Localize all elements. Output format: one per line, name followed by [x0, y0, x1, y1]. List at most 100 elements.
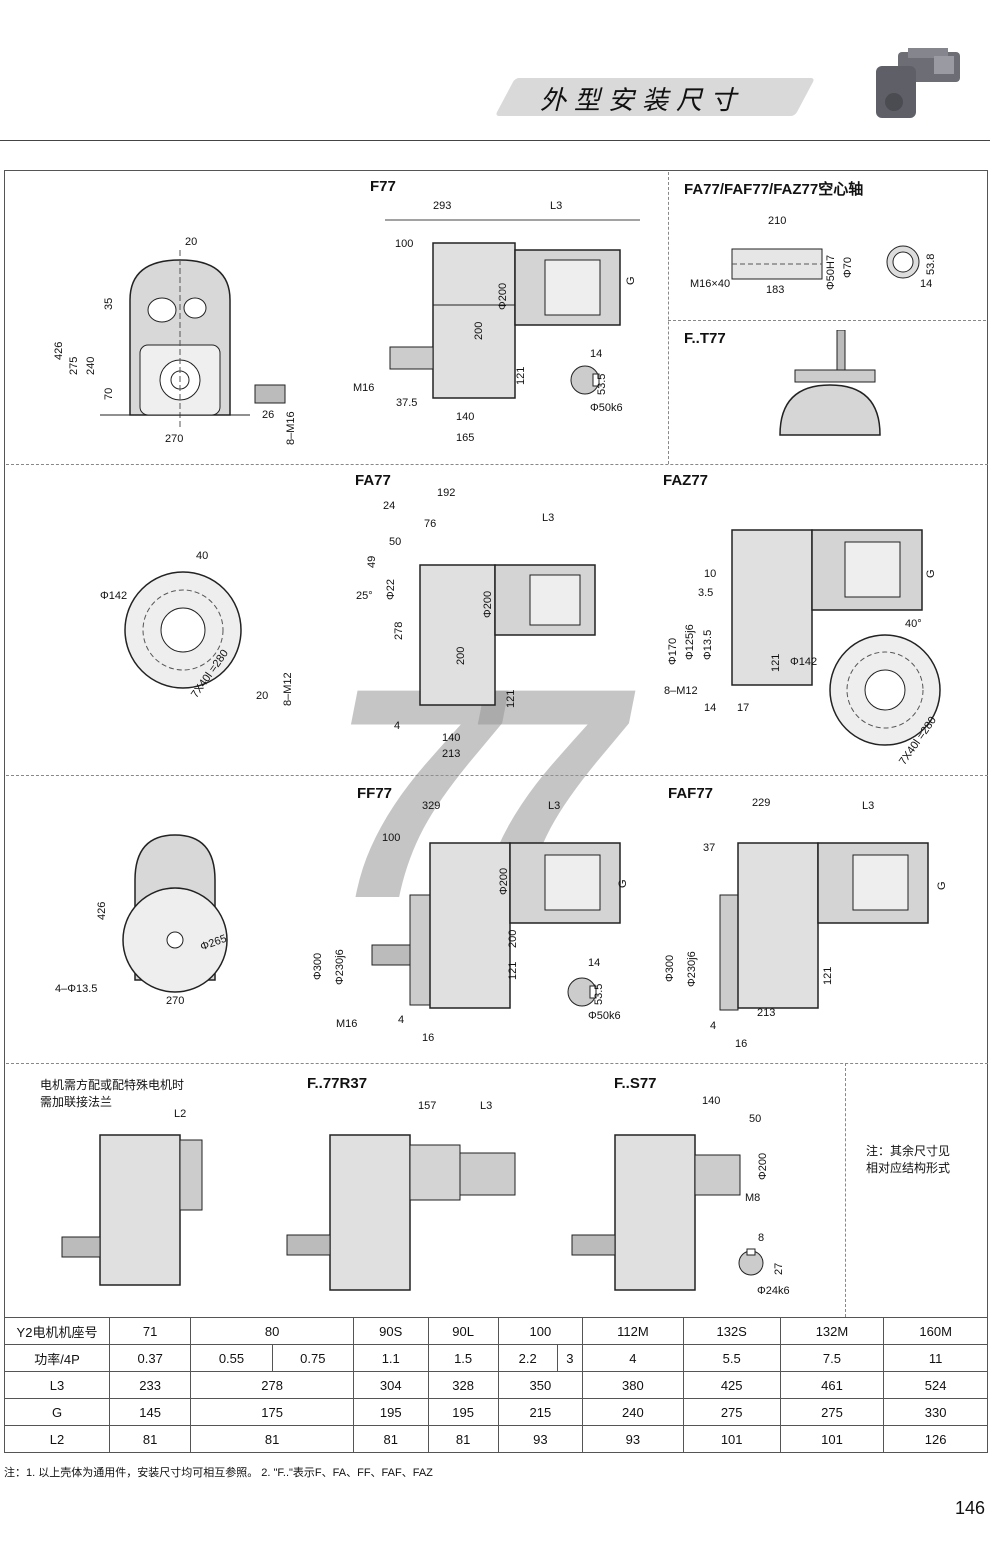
- table-cell: 93: [582, 1425, 684, 1453]
- dim-label: 49: [366, 555, 378, 568]
- table-cell: 80: [190, 1317, 354, 1345]
- dim-label: 192: [437, 487, 456, 499]
- motor-note: 电机需方配或配特殊电机时 需加联接法兰: [40, 1077, 184, 1111]
- page-number: 146: [955, 1498, 986, 1518]
- table-row: L3 233 278 304 328 350 380 425 461 524: [4, 1371, 988, 1399]
- dim-label: Φ22: [385, 578, 397, 600]
- dim-label: 8–M12: [664, 685, 698, 697]
- divider: [6, 775, 988, 776]
- table-cell: 71: [108, 1317, 192, 1345]
- dim-label: 100: [382, 832, 401, 844]
- dim-label: L3: [550, 200, 563, 212]
- dim-label: 100: [395, 238, 414, 250]
- dim-label: L3: [548, 800, 561, 812]
- dim-label: 10: [704, 568, 717, 580]
- table-cell: 93: [497, 1425, 584, 1453]
- section-title-faz77: FAZ77: [663, 472, 709, 489]
- dim-label: 4: [394, 720, 401, 732]
- table-cell: 350: [497, 1371, 584, 1399]
- table-cell: G: [4, 1398, 110, 1426]
- divider: [668, 320, 986, 321]
- dim-label: M16: [353, 382, 375, 394]
- table-cell: 7.5: [779, 1344, 885, 1372]
- dim-label: 140: [456, 411, 475, 423]
- dim-label: 165: [456, 432, 475, 444]
- section-title-fa77: FA77: [355, 472, 391, 489]
- table-cell: 278: [190, 1371, 354, 1399]
- dim-label: 270: [166, 995, 185, 1007]
- divider: [668, 172, 669, 464]
- dim-label: 8–M12: [282, 672, 294, 706]
- table-cell: 90L: [427, 1317, 499, 1345]
- table-cell: 2.2: [497, 1344, 558, 1372]
- dim-label: Φ170: [667, 637, 679, 665]
- dim-label: 121: [822, 966, 834, 985]
- table-cell: 240: [582, 1398, 684, 1426]
- adapter-flange-drawing: [60, 1125, 210, 1290]
- dim-label: 26: [262, 409, 275, 421]
- motor-note-line2: 需加联接法兰: [40, 1095, 113, 1109]
- dim-label: 157: [418, 1100, 437, 1112]
- dim-label: 210: [768, 215, 787, 227]
- side-note-line1: 注：其余尺寸见: [866, 1144, 951, 1158]
- dim-label: L3: [480, 1100, 493, 1112]
- table-cell: 0.55: [190, 1344, 273, 1372]
- dim-label: Φ200: [497, 282, 509, 310]
- table-cell: 304: [352, 1371, 429, 1399]
- dim-label: 20: [256, 690, 269, 702]
- table-cell: 5.5: [682, 1344, 781, 1372]
- dim-label: 270: [165, 433, 184, 445]
- spec-table: Y2电机机座号 71 80 90S 90L 100 112M 132S 132M…: [4, 1317, 988, 1453]
- dim-label: 50: [749, 1113, 762, 1125]
- dim-label: 3.5: [698, 587, 714, 599]
- dim-label: 53.5: [593, 983, 605, 1005]
- dim-label: 14: [590, 348, 603, 360]
- dim-label: 426: [96, 901, 108, 920]
- dim-label: 240: [85, 356, 97, 375]
- table-cell: 1.1: [352, 1344, 429, 1372]
- table-cell: 215: [497, 1398, 584, 1426]
- dim-label: Φ24k6: [757, 1285, 790, 1297]
- table-cell: 81: [190, 1425, 354, 1453]
- dim-label: 14: [704, 702, 717, 714]
- table-row: Y2电机机座号 71 80 90S 90L 100 112M 132S 132M…: [4, 1317, 988, 1345]
- table-cell: 195: [427, 1398, 499, 1426]
- dim-label: M8: [745, 1192, 761, 1204]
- table-row: G 145 175 195 195 215 240 275 275 330: [4, 1398, 988, 1426]
- table-cell: 81: [427, 1425, 499, 1453]
- section-title-f77: F77: [370, 178, 396, 195]
- dim-label: 140: [702, 1095, 721, 1107]
- table-cell: 90S: [352, 1317, 429, 1345]
- dim-label: Φ142: [100, 590, 128, 602]
- ff77-shaft-section: [562, 972, 602, 1012]
- table-cell: 1.5: [427, 1344, 499, 1372]
- dim-label: 25°: [356, 590, 373, 602]
- dim-label: 213: [757, 1007, 776, 1019]
- table-cell: 功率/4P: [4, 1344, 110, 1372]
- faf77-side-view: [715, 835, 940, 1020]
- dim-label: 53.5: [596, 373, 608, 395]
- dim-label: 4: [398, 1014, 405, 1026]
- dim-label: L3: [862, 800, 875, 812]
- table-row: 功率/4P 0.37 0.55 0.75 1.1 1.5 2.2 3 4 5.5…: [4, 1344, 988, 1372]
- dim-label: 121: [505, 689, 517, 708]
- dim-label: 293: [433, 200, 452, 212]
- dim-label: 278: [393, 621, 405, 640]
- divider: [845, 1063, 846, 1317]
- dim-label: 50: [389, 536, 402, 548]
- dim-label: L3: [542, 512, 555, 524]
- table-cell: Y2电机机座号: [4, 1317, 110, 1345]
- header-rule: [0, 140, 990, 141]
- table-cell: 145: [108, 1398, 192, 1426]
- dim-label: Φ50H7: [825, 254, 837, 290]
- dim-label: 121: [770, 653, 782, 672]
- table-cell: 126: [883, 1425, 988, 1453]
- table-cell: 195: [352, 1398, 429, 1426]
- dim-label: 37.5: [396, 397, 418, 409]
- faz77-side-view: [720, 520, 950, 720]
- dim-label: 20: [185, 236, 198, 248]
- dim-label: Φ300: [664, 954, 676, 982]
- faz77-flange-view: [825, 630, 945, 750]
- dim-label: 76: [424, 518, 437, 530]
- table-cell: 425: [682, 1371, 781, 1399]
